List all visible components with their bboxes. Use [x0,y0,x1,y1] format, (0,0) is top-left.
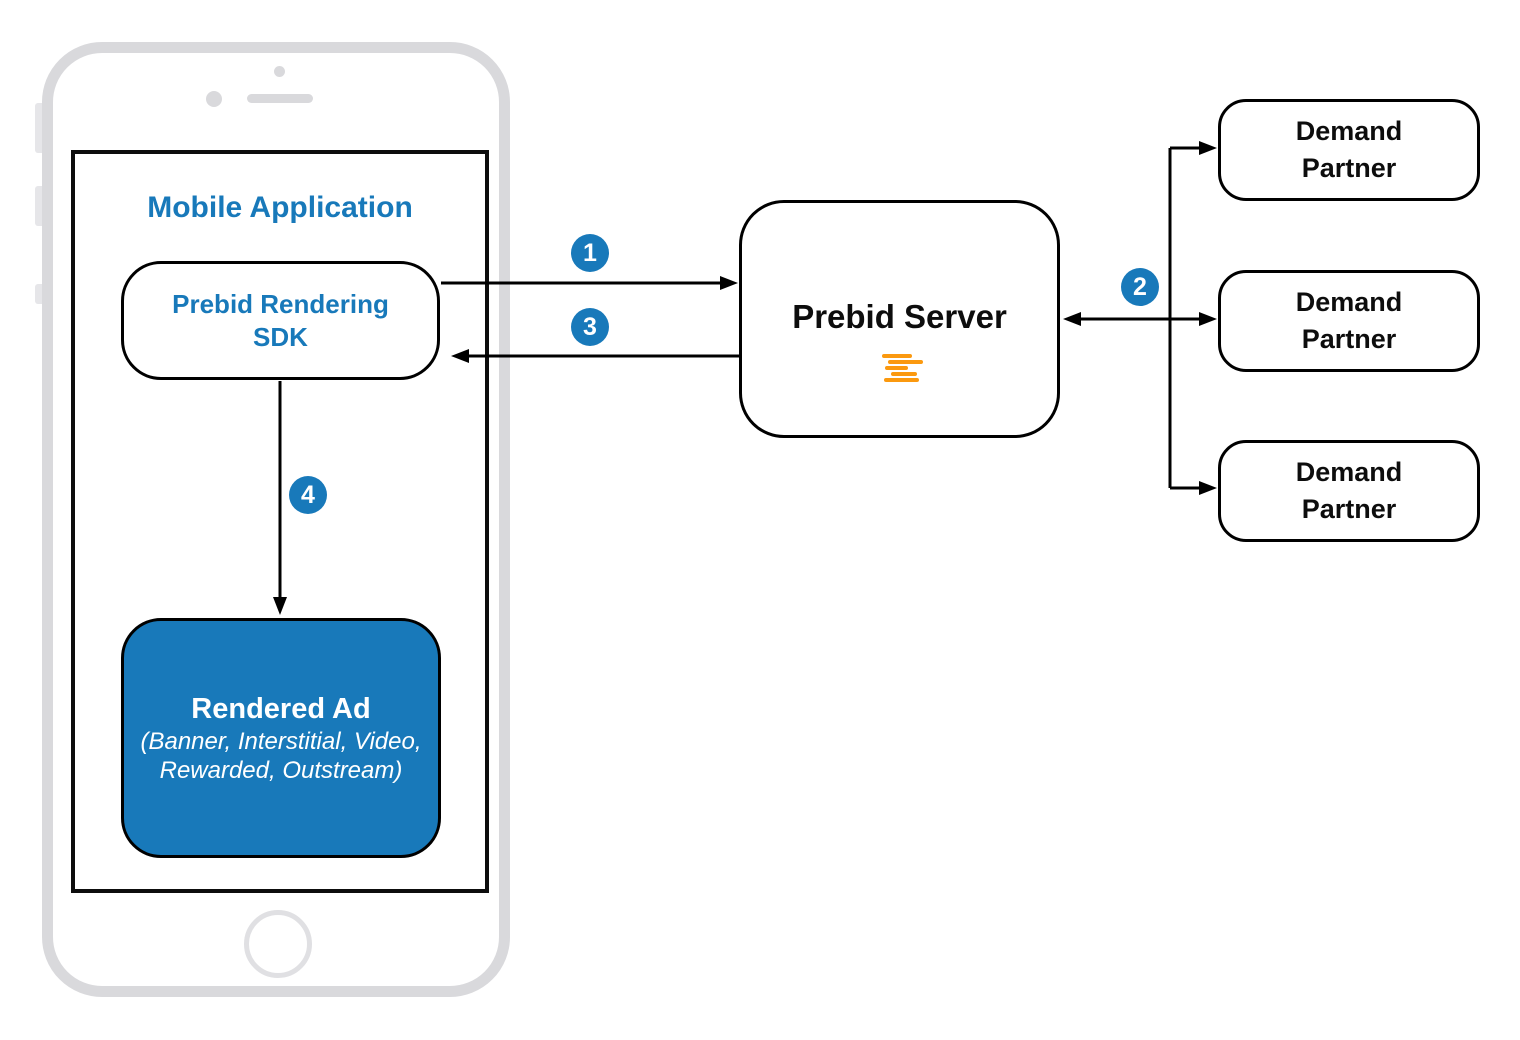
mobile-application-title: Mobile Application [147,191,413,224]
phone-side-button [35,103,45,153]
prebid-rendering-sdk-label: Prebid Rendering SDK [172,288,389,352]
arrowhead-into-partner-2 [1199,312,1217,326]
demand-partner-box-3: Demand Partner [1218,440,1480,542]
arrowhead-into-partner-3 [1199,481,1217,495]
arrowhead-into-partner-1 [1199,141,1217,155]
demand-partner-label: Demand Partner [1295,457,1403,524]
rendered-ad-box: Rendered Ad (Banner, Interstitial, Video… [121,618,441,858]
phone-speaker-bar [247,94,313,103]
step-badge-1: 1 [571,234,609,272]
prebid-logo-bar [882,354,912,358]
demand-partner-box-2: Demand Partner [1218,270,1480,372]
arrowhead-into-server [1063,312,1081,326]
phone-home-button [244,910,312,978]
prebid-server-label: Prebid Server [792,298,1007,335]
mobile-application-panel: Mobile Application Prebid Rendering SDK … [71,150,489,893]
step-badge-2: 2 [1121,268,1159,306]
rendered-ad-title: Rendered Ad [191,693,371,725]
prebid-rendering-sdk-box: Prebid Rendering SDK [121,261,440,380]
prebid-logo-bar [885,366,908,370]
phone-camera-dot [274,66,285,77]
demand-partner-box-1: Demand Partner [1218,99,1480,201]
step-badge-4: 4 [289,476,327,514]
arrowhead-sdk-to-server [720,276,738,290]
prebid-logo-icon [882,354,923,382]
prebid-logo-bar [891,372,917,376]
prebid-server-box: Prebid Server [739,200,1060,438]
rendered-ad-formats: (Banner, Interstitial, Video, Rewarded, … [140,728,422,784]
demand-partner-label: Demand Partner [1295,287,1403,354]
demand-partner-label: Demand Partner [1295,116,1403,183]
step-badge-3: 3 [571,308,609,346]
prebid-logo-bar [888,360,923,364]
prebid-logo-bar [884,378,919,382]
phone-sensor-dot [206,91,222,107]
phone-side-button [35,284,45,304]
phone-side-button [35,186,45,226]
